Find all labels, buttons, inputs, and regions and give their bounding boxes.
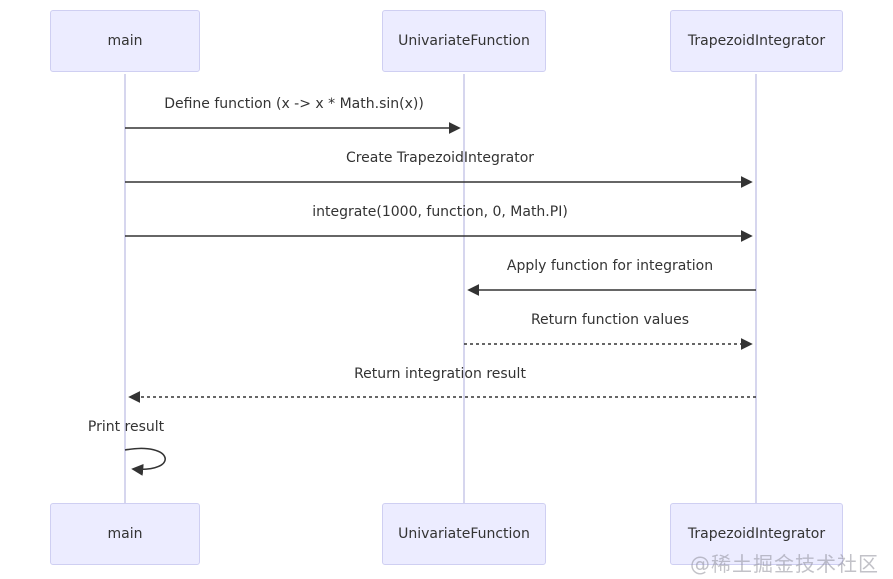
actor-label-univariatefunction: UnivariateFunction <box>398 33 530 49</box>
actor-top-trapezoidintegrator: TrapezoidIntegrator <box>670 10 843 72</box>
actor-label-main: main <box>107 33 143 49</box>
watermark-juejin: @稀土掘金技术社区 <box>690 552 879 576</box>
message-label-create-trapezoidintegrator: Create TrapezoidIntegrator <box>345 150 535 166</box>
message-label-return-integration-result: Return integration result <box>354 366 526 382</box>
message-label-define-function: Define function (x -> x * Math.sin(x)) <box>164 96 424 112</box>
message-label-return-function-values: Return function values <box>530 312 690 328</box>
actor-label-trapezoidintegrator: TrapezoidIntegrator <box>687 33 826 49</box>
actor-bottom-trapezoidintegrator: TrapezoidIntegrator <box>670 503 843 565</box>
message-label-print-result: Print result <box>87 419 165 435</box>
arrow-print-result-self-loop <box>124 447 166 476</box>
actor-bottom-univariatefunction: UnivariateFunction <box>382 503 546 565</box>
actor-label-trapezoidintegrator-bottom: TrapezoidIntegrator <box>687 526 826 542</box>
actor-top-univariatefunction: UnivariateFunction <box>382 10 546 72</box>
message-label-apply-function: Apply function for integration <box>506 258 714 274</box>
actor-label-main-bottom: main <box>107 526 143 542</box>
message-label-integrate: integrate(1000, function, 0, Math.PI) <box>312 204 568 220</box>
actor-bottom-main: main <box>50 503 200 565</box>
actor-label-univariatefunction-bottom: UnivariateFunction <box>398 526 530 542</box>
actor-top-main: main <box>50 10 200 72</box>
